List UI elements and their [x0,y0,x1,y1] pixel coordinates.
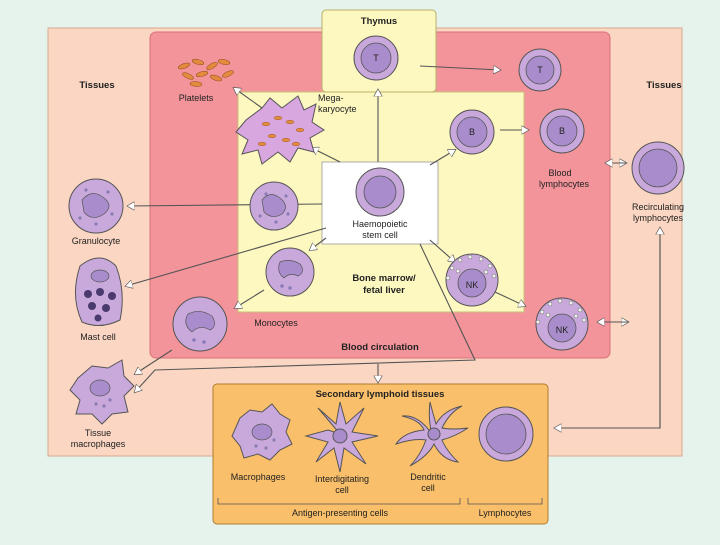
apc-bracket [217,498,461,505]
blood-lymphocytes-label-2: lymphocytes [539,179,590,189]
blood-circulation-label: Blood circulation [341,342,419,353]
apc-label: Antigen-presenting cells [292,508,389,518]
megakaryocyte-label-1: Mega- [318,93,344,103]
blood-t-label: T [537,65,543,75]
stem-cell [355,167,405,217]
monocytes-label: Monocytes [254,318,298,328]
marrow-nk-cell: NK [445,253,499,307]
thymus-label: Thymus [361,16,397,27]
dendritic-cell [394,401,469,467]
tissue-macrophage [69,359,135,425]
arrow-stem-to-monocyte [310,237,327,250]
arrow-thymus-to-t [419,66,500,70]
recirculating-label-2: lymphocytes [633,213,684,223]
tissue-macrophages-label-1: Tissue [85,428,111,438]
granulocyte-label: Granulocyte [72,236,121,246]
arrow-monocyte-to-tissue-mac [135,349,173,374]
tissue-macrophages-label-2: macrophages [71,439,126,449]
recirculating-label-1: Recirculating [632,202,684,212]
blood-lymphocytes-label-1: Blood [548,168,571,178]
megakaryocyte-label-2: karyocyte [318,104,357,114]
macrophages-label: Macrophages [231,472,286,482]
secondary-lymphoid-label: Secondary lymphoid tissues [316,389,445,400]
tissues-left-label: Tissues [79,80,114,91]
mast-cell-label: Mast cell [80,332,116,342]
arrow-stem-to-secondary [135,243,476,392]
blood-nk-label: NK [556,325,569,335]
dendritic-label-2: cell [421,483,435,493]
blood-b-cell: B [539,108,585,154]
lymphoid-lymphocyte [478,406,534,462]
blood-nk-cell: NK [535,297,589,351]
platelets-label: Platelets [179,93,214,103]
lymphocytes-label: Lymphocytes [479,508,532,518]
interdigitating-cell [304,401,379,473]
marrow-nk-label: NK [466,280,479,290]
arrow-stem-to-b [429,150,455,166]
tissue-granulocyte [68,178,124,234]
thymus-t-label: T [373,53,379,63]
interdigitating-label-1: Interdigitating [315,474,369,484]
marrow-b-label: B [469,127,475,137]
stem-cell-label-1: Haemopoietic [352,219,408,229]
secondary-lymphoid-region [212,383,549,525]
blood-t-cell: T [518,48,562,92]
bone-marrow-label-1: Bone marrow/ [352,273,416,284]
lymphocyte-bracket [467,498,543,505]
bone-marrow-label-2: fetal liver [363,285,405,296]
lymphoid-macrophage [231,403,293,461]
arrow-nk-to-blood-nk [494,291,525,306]
marrow-monocyte [265,247,315,297]
arrow-megakaryocyte-to-platelets [234,88,263,109]
blood-b-label: B [559,126,565,136]
marrow-b-cell: B [449,109,495,155]
recirculating-lymphocyte [631,141,685,195]
mast-cell [75,257,123,326]
marrow-granulocyte [249,181,299,231]
blood-monocyte [172,296,228,352]
arrow-stem-to-megakaryocyte [312,148,341,163]
tissues-right-label: Tissues [646,80,681,91]
thymus-t-cell: T [353,35,399,81]
stem-cell-label-2: stem cell [362,230,398,240]
megakaryocyte [235,95,325,165]
arrow-monocyte-to-blood [235,289,265,308]
arrow-stem-to-nk [429,239,455,262]
platelets [178,58,234,87]
dendritic-label-1: Dendritic [410,472,446,482]
interdigitating-label-2: cell [335,485,349,495]
arrow-stem-to-mast [126,227,327,286]
